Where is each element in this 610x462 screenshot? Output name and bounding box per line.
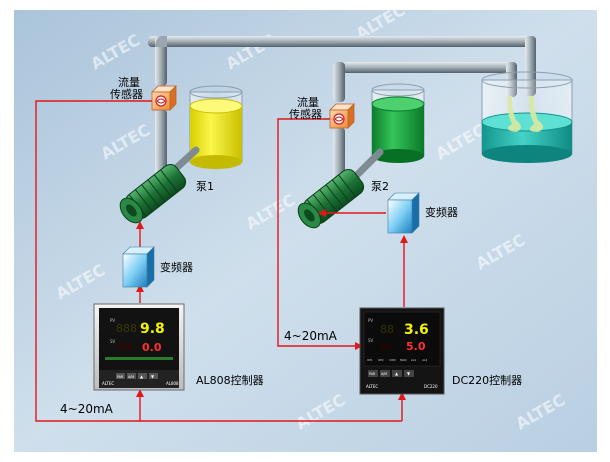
- vfd-1-icon: [122, 246, 155, 288]
- dc220-sv-tag: SV: [368, 338, 374, 343]
- diagram-labels: 流量 传感器 流量 传感器 泵1 泵2 变频器 变频器 AL808控制器 DC2…: [60, 75, 522, 416]
- svg-text:88: 88: [380, 323, 394, 336]
- signal-line-sensor2: [277, 118, 360, 347]
- svg-text:A/M: A/M: [128, 375, 134, 379]
- svg-text:PAR: PAR: [117, 375, 124, 379]
- al808-par-button[interactable]: [116, 373, 125, 379]
- vfd-2-icon: [387, 192, 420, 234]
- svg-text:OP2: OP2: [378, 358, 384, 362]
- vfd-2-label: 变频器: [425, 205, 458, 219]
- vfd-1-label: 变频器: [160, 260, 193, 274]
- svg-text:A/M: A/M: [381, 372, 387, 376]
- flow-sensor-1-icon: [151, 85, 177, 111]
- svg-text:AL2: AL2: [422, 358, 427, 362]
- dc220-pv-value: 3.6: [404, 322, 429, 338]
- svg-text:888: 888: [116, 343, 133, 353]
- green-tank: [371, 83, 425, 163]
- signal-label-mid: 4~20mA: [284, 329, 338, 343]
- flow-sensor-2-label-line2: 传感器: [289, 108, 322, 121]
- signal-wiring: [35, 100, 405, 422]
- signal-arrows: [136, 209, 408, 400]
- al808-pv-value: 9.8: [140, 321, 165, 337]
- pipe-pump1-line: [155, 110, 167, 175]
- pump-1-icon: [119, 163, 187, 224]
- al808-am-button[interactable]: [127, 373, 136, 379]
- al808-model: AL808: [166, 381, 179, 386]
- second-pipe: [338, 62, 516, 73]
- pump-2-label: 泵2: [371, 180, 389, 193]
- svg-text:AL1: AL1: [411, 358, 416, 362]
- dc220-indicator-row: OP1 OP2 COM MAN AL1 AL2: [367, 358, 427, 362]
- controller-dc220: PV 88 3.6 SV 88 5.0 OP1 OP2 COM MAN AL1 …: [359, 307, 445, 395]
- signal-label-bottom: 4~20mA: [60, 402, 114, 416]
- svg-text:▲: ▲: [395, 371, 399, 376]
- dc220-pv-tag: PV: [368, 318, 373, 323]
- dc220-brand: ALTEC: [366, 384, 378, 389]
- dc220-up-button[interactable]: [392, 370, 402, 377]
- al808-sv-tag: SV: [110, 339, 116, 344]
- svg-text:COM: COM: [389, 358, 396, 362]
- pipe-left-riser: [155, 36, 167, 86]
- signal-line-sensor1: [35, 100, 402, 422]
- al808-sv-value: 0.0: [142, 341, 162, 354]
- mixing-tank: [481, 71, 573, 163]
- pipe-network: [148, 36, 536, 188]
- dc220-model: DC220: [424, 384, 438, 389]
- dc220-sv-value: 5.0: [406, 340, 426, 353]
- svg-text:PAR: PAR: [369, 372, 376, 376]
- al808-brand: ALTEC: [102, 381, 114, 386]
- al808-buttons: PAR A/M ▲ ▼: [116, 373, 158, 379]
- dc220-buttons: PAR A/M ▲ ▼: [368, 370, 414, 377]
- pipe-mid-riser: [333, 62, 345, 102]
- controller-2-label: DC220控制器: [452, 373, 522, 387]
- dc220-am-button[interactable]: [380, 370, 390, 377]
- flow-sensor-2-label-line1: 流量: [297, 95, 319, 109]
- svg-text:▼: ▼: [407, 371, 411, 376]
- top-pipe: [148, 36, 536, 47]
- al808-up-button[interactable]: [138, 373, 147, 379]
- controller-al808: PV 888 9.8 SV 888 0.0 ALTEC AL808 PAR A/…: [93, 303, 185, 391]
- controller-1-label: AL808控制器: [196, 373, 264, 387]
- al808-pv-tag: PV: [110, 318, 115, 323]
- svg-text:888: 888: [116, 322, 137, 335]
- svg-text:▲: ▲: [140, 374, 144, 379]
- flow-sensor-2-icon: [329, 103, 355, 129]
- dc220-down-button[interactable]: [404, 370, 414, 377]
- pump-2-icon: [297, 168, 365, 229]
- dc220-par-button[interactable]: [368, 370, 378, 377]
- flow-sensor-1-label-line1: 流量: [118, 75, 140, 89]
- yellow-tank: [189, 85, 243, 169]
- svg-text:MAN: MAN: [400, 358, 406, 362]
- flow-sensor-1-label-line2: 传感器: [110, 88, 143, 101]
- svg-text:OP1: OP1: [367, 358, 373, 362]
- al808-down-button[interactable]: [149, 373, 158, 379]
- svg-text:▼: ▼: [151, 374, 155, 379]
- pump-1-label: 泵1: [196, 180, 214, 193]
- svg-text:88: 88: [380, 343, 392, 353]
